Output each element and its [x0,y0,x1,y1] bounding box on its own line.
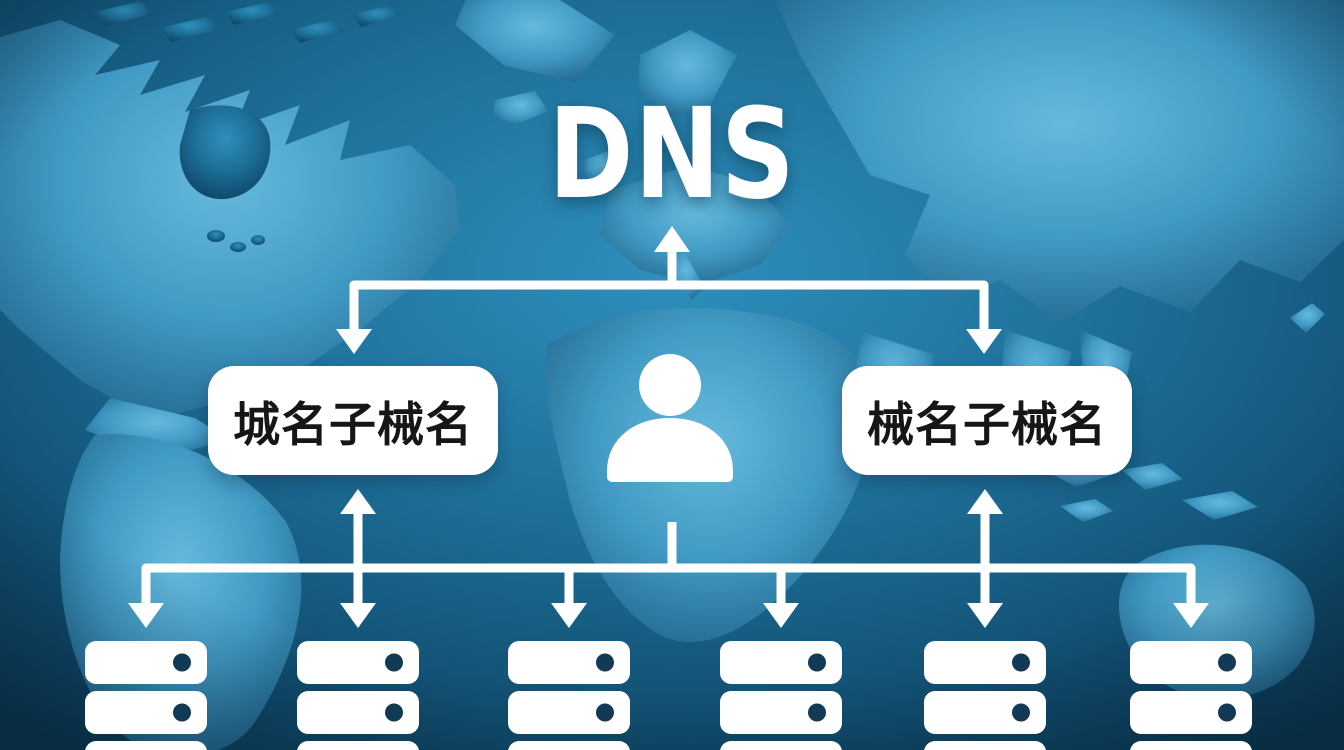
down-arrow-icon [966,329,1002,354]
server-stack-icon [924,641,1046,750]
diagram-title: DNS [548,82,796,227]
user-icon [607,354,733,482]
up-arrow-icon [654,226,690,252]
right-domain-box: 械名子械名 [842,366,1132,475]
server-stacks [85,641,1252,750]
server-stack-icon [85,641,207,750]
down-arrow-icon [336,329,372,354]
bottom-branch-arrows [128,489,1209,628]
server-stack-icon [1130,641,1252,750]
server-stack-icon [720,641,842,750]
top-branch-arrows [336,226,1002,354]
left-domain-box: 城名子械名 [208,366,498,475]
server-stack-icon [508,641,630,750]
server-stack-icon [297,641,419,750]
up-arrow-icon [967,489,1003,514]
up-arrow-icon [340,489,376,514]
